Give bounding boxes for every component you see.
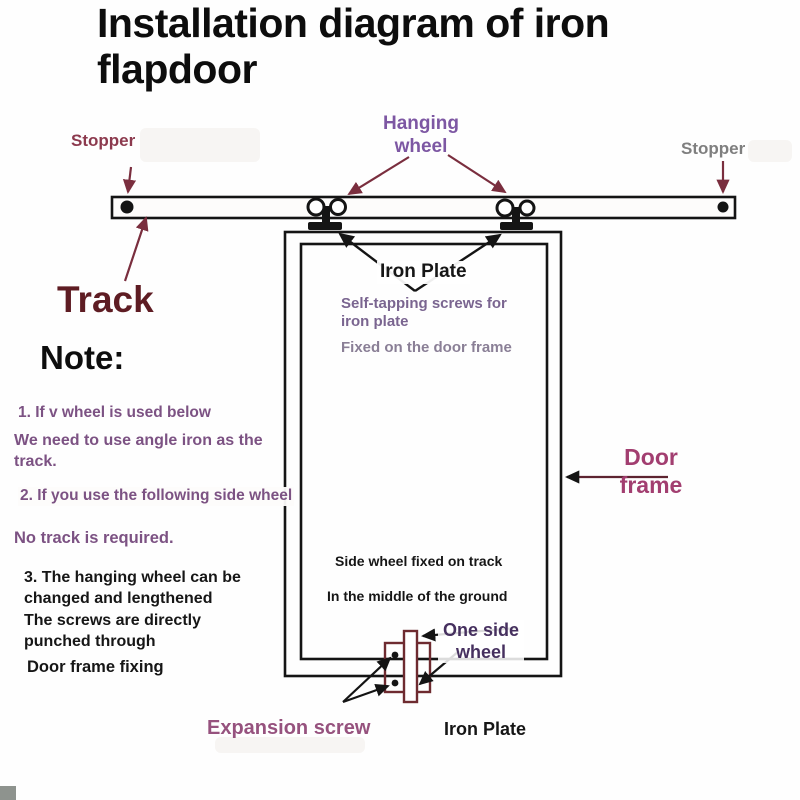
notes-heading: Note: <box>40 339 125 376</box>
label-expansion-screw: Expansion screw <box>207 717 371 739</box>
smudge <box>140 128 260 162</box>
label-side-wheel-fixed: Side wheel fixed on track <box>335 553 503 569</box>
label-middle-ground: In the middle of the ground <box>327 588 508 604</box>
label-stopper-left: Stopper <box>71 131 136 150</box>
hanging-wheel-right <box>495 198 536 230</box>
arrow-hanging-left <box>347 156 410 196</box>
note-item-3: 2. If you use the following side wheel <box>18 487 295 506</box>
arrow-track <box>123 216 149 282</box>
note-item-1: 1. If v wheel is used below <box>18 404 211 421</box>
label-stopper-right: Stopper <box>681 139 746 158</box>
label-iron-plate-bottom: Iron Plate <box>444 719 527 739</box>
expansion-screw-dot-bottom <box>391 679 399 687</box>
note-item-7: Door frame fixing <box>27 658 164 676</box>
stopper-dot-right <box>717 201 729 213</box>
stopper-dot-left <box>120 200 134 214</box>
label-track: Track <box>57 279 154 320</box>
page-title: Installation diagram of iron flapdoor <box>97 0 610 93</box>
side-wheel-mechanism <box>383 629 432 704</box>
expansion-screw-dot-top <box>391 651 399 659</box>
door-frame-inner <box>299 242 549 661</box>
smudge <box>215 737 365 753</box>
label-self-tapping: Self-tapping screws for iron plate <box>341 295 507 330</box>
note-item-2: We need to use angle iron as the track. <box>14 432 263 470</box>
label-fixed-on-frame: Fixed on the door frame <box>341 339 512 356</box>
arrow-expansion-top-dot <box>342 656 392 703</box>
smudge <box>748 140 792 162</box>
label-iron-plate-top: Iron Plate <box>377 261 470 284</box>
label-one-side-wheel: One side wheel <box>438 620 524 664</box>
arrow-hanging-right <box>447 154 507 194</box>
arrow-expansion-bottom-dot <box>342 683 390 704</box>
label-hanging-wheel: Hanging wheel <box>383 113 459 157</box>
note-item-6: The screws are directly punched through <box>24 612 201 650</box>
note-item-5: 3. The hanging wheel can be changed and … <box>24 569 241 607</box>
corner-gray-square <box>0 786 16 800</box>
note-item-4: No track is required. <box>14 529 174 547</box>
hanging-wheel-left <box>306 197 347 230</box>
label-door-frame: Door frame <box>619 444 683 498</box>
arrow-stopper-left <box>122 166 137 194</box>
track-bar <box>110 195 737 220</box>
